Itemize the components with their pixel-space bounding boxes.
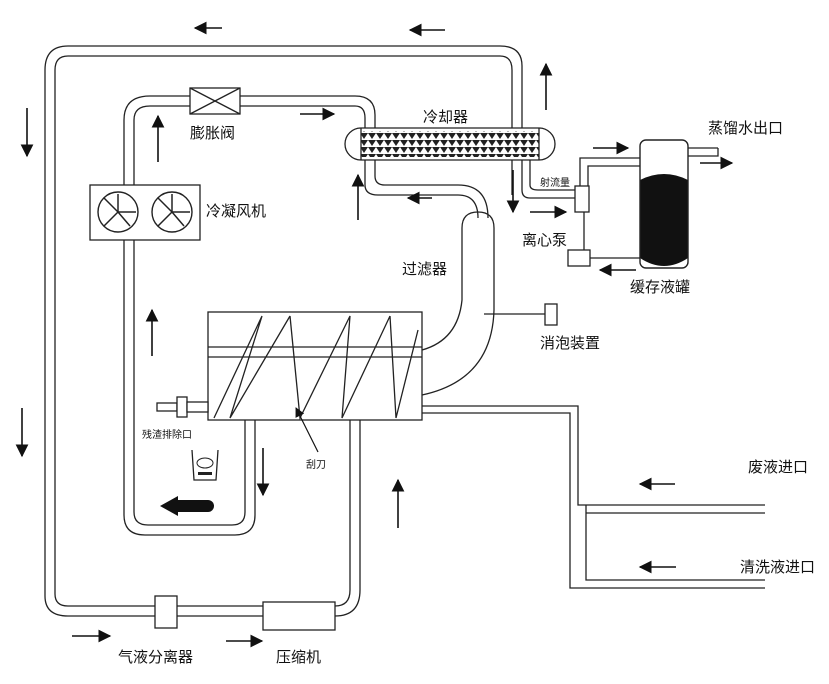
residue-drain-arrow	[160, 496, 214, 516]
outer-refrigerant-loop	[44, 45, 523, 617]
flowmeter	[574, 185, 590, 213]
centrifugal-pump-label: 离心泵	[522, 231, 567, 249]
fan-icon	[97, 191, 139, 233]
cleaning-inlet-label: 清洗液进口	[740, 558, 815, 576]
inlet-piping	[422, 405, 765, 589]
residue-cup-icon	[191, 449, 219, 481]
storage-tank-label: 缓存液罐	[630, 278, 690, 296]
cooler-label: 冷却器	[423, 108, 468, 126]
expansion-valve-label: 膨胀阀	[190, 124, 235, 142]
centrifugal-pump	[567, 249, 591, 267]
condenser-fan-label: 冷凝风机	[206, 202, 266, 220]
storage-tank	[639, 139, 689, 269]
gas-liquid-separator	[154, 595, 178, 629]
residue-outlet-tube	[156, 396, 209, 418]
tank-piping	[521, 147, 719, 259]
evaporator-drum	[207, 311, 423, 421]
waste-inlet-label: 废液进口	[748, 458, 808, 476]
defoamer-device	[484, 303, 558, 326]
gas-liquid-separator-label: 气液分离器	[118, 648, 193, 666]
jet-flow-label: 射流量	[540, 176, 570, 189]
condenser-fan-unit	[89, 184, 201, 241]
expansion-valve	[189, 87, 241, 115]
scraper-label: 刮刀	[306, 458, 326, 471]
fan-icon	[151, 191, 193, 233]
cooler-unit	[344, 127, 556, 161]
filter-label: 过滤器	[402, 260, 447, 278]
scraper-pointer	[295, 407, 319, 453]
defoamer-label: 消泡装置	[540, 334, 600, 352]
compressor-label: 压缩机	[276, 648, 321, 666]
distilled-water-outlet-label: 蒸馏水出口	[708, 119, 783, 137]
compressor-unit	[262, 601, 336, 631]
cooler-to-evaporator-pipe	[364, 160, 495, 396]
inner-condenser-loop	[123, 95, 376, 536]
diagram-labels: 膨胀阀 冷却器 冷凝风机 过滤器 蒸馏水出口 射流量 离心泵 缓存液罐 消泡装置…	[118, 108, 815, 666]
residue-outlet-label: 残渣排除口	[142, 428, 192, 441]
flow-arrows	[15, 21, 734, 648]
